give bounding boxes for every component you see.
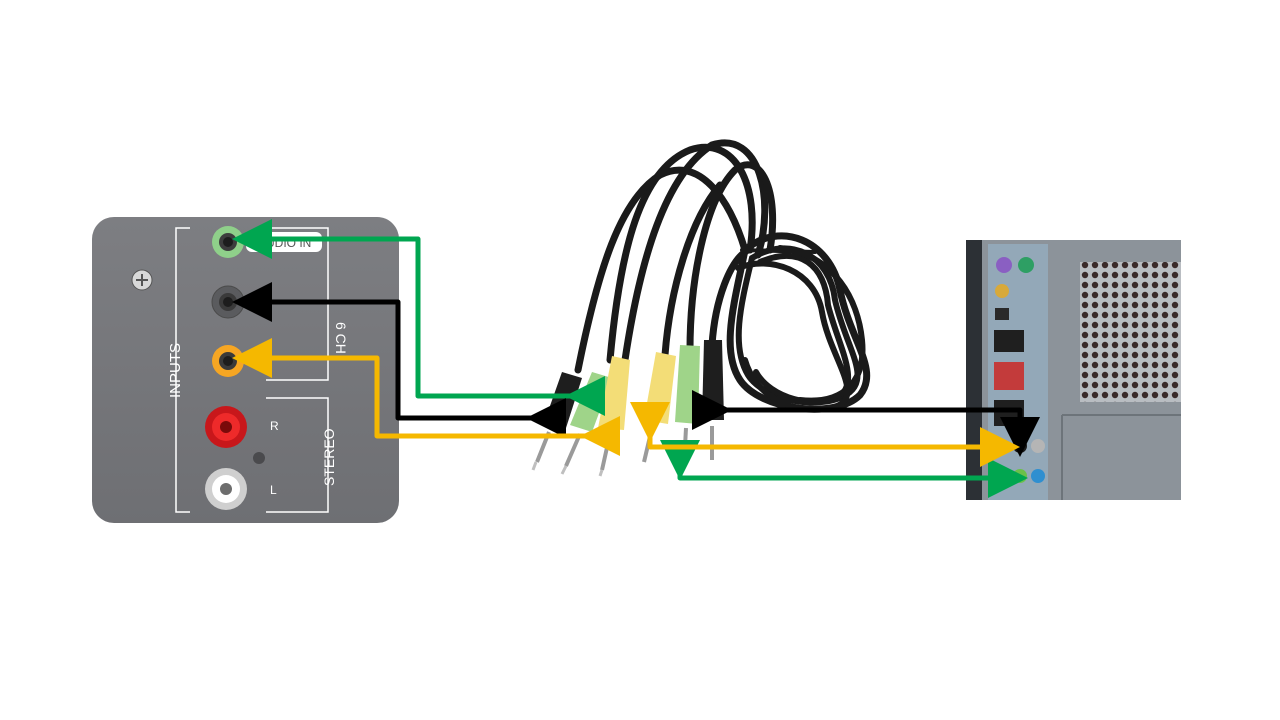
pc-line-in-blue[interactable]	[1031, 469, 1045, 483]
rear-jack[interactable]	[212, 345, 244, 377]
optical-port[interactable]	[995, 308, 1009, 320]
ps2-keyboard-port[interactable]	[1018, 257, 1034, 273]
pc-front-out-green[interactable]	[1013, 469, 1027, 483]
usb-ports-1[interactable]	[994, 330, 1024, 352]
cable-loop	[621, 139, 769, 364]
stereo-label: STEREO	[321, 428, 337, 486]
left-label: L	[270, 483, 277, 497]
center-sub-jack[interactable]	[211, 285, 245, 319]
esata-ports[interactable]	[994, 362, 1024, 390]
green-arrow-right	[660, 440, 1028, 498]
audio-in-jack[interactable]	[212, 226, 244, 258]
yellow-connection	[232, 338, 1020, 467]
panel-background	[92, 217, 399, 523]
right-label: R	[270, 419, 279, 433]
cable-loop	[606, 143, 756, 364]
indicator-led	[253, 452, 265, 464]
cable-tie	[740, 248, 817, 254]
pc-case-edge	[966, 240, 982, 500]
left-plug-yellow	[598, 356, 630, 477]
speaker-input-panel: INPUTS 6 CH STEREO AUDIO IN R	[92, 217, 399, 523]
cable-lead	[708, 246, 752, 349]
cable-lead	[686, 161, 777, 354]
pc-side-out-gray[interactable]	[1031, 439, 1045, 453]
fan-grill	[1080, 262, 1181, 402]
inputs-label: INPUTS	[167, 343, 184, 398]
pc-back-panel	[966, 240, 1181, 500]
spdif-coax-port[interactable]	[995, 284, 1009, 298]
yellow-arrow-right	[630, 402, 1020, 467]
screw-icon	[131, 269, 153, 291]
ps2-mouse-port[interactable]	[996, 257, 1012, 273]
case-panel-line	[1061, 414, 1181, 500]
yellow-arrow-left	[232, 338, 620, 456]
stereo-left-rca-jack[interactable]	[205, 468, 247, 510]
cable-lead	[661, 181, 724, 359]
pc-rear-out-black[interactable]	[1013, 439, 1027, 453]
stereo-right-rca-jack[interactable]	[205, 406, 247, 448]
six-ch-label: 6 CH	[333, 322, 349, 354]
inputs-bracket	[175, 227, 190, 513]
right-plug-black	[702, 340, 724, 460]
